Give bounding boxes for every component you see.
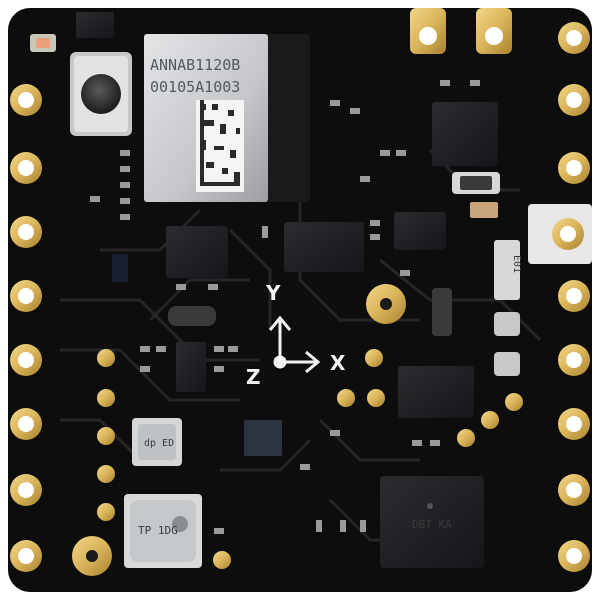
axis-z-label: Z	[246, 365, 261, 389]
left-castellated-pads	[10, 84, 42, 572]
gold-test-pads	[72, 284, 523, 576]
chip-large-bottom: DBT KA	[380, 476, 484, 568]
axis-arrows-icon	[268, 315, 321, 374]
chip-large-label: DBT KA	[412, 518, 452, 531]
sensor-small: dp ED	[132, 418, 182, 466]
passive-components	[90, 80, 480, 534]
chip-right-top	[394, 212, 446, 250]
crystal-component	[452, 172, 500, 194]
side-pad-code-block: E01	[494, 240, 522, 300]
chip-center-top	[284, 222, 364, 272]
axis-x-label: X	[330, 351, 346, 375]
top-castellated-pads	[410, 8, 512, 54]
chip-right-middle	[398, 366, 474, 418]
rf-module-shield: ANNAB1120B 00105A1003	[144, 34, 310, 202]
sensor-small-label: dp ED	[144, 438, 174, 449]
chip-blue-small	[244, 420, 282, 456]
chip-small-left	[112, 254, 128, 282]
small-chip-top-left	[76, 12, 114, 38]
reset-button-icon[interactable]	[70, 52, 132, 136]
component-right-vertical	[432, 288, 452, 336]
sensor-round: TP 1DG	[124, 494, 202, 568]
component-left-oval	[168, 306, 216, 326]
chip-left-middle	[166, 226, 228, 278]
axis-y-label: Y	[265, 281, 281, 305]
shield-line2: 00105A1003	[150, 78, 240, 96]
led-icon	[30, 34, 56, 52]
chip-upper-right	[432, 102, 498, 166]
silver-pads-right	[494, 312, 520, 376]
chip-sot-left	[176, 342, 206, 392]
right-castellated-pads	[558, 22, 590, 572]
shield-line1: ANNAB1120B	[150, 56, 240, 74]
capacitor-brown	[470, 202, 498, 218]
side-pad-code: E01	[511, 255, 522, 273]
sensor-round-label: TP 1DG	[138, 524, 178, 537]
